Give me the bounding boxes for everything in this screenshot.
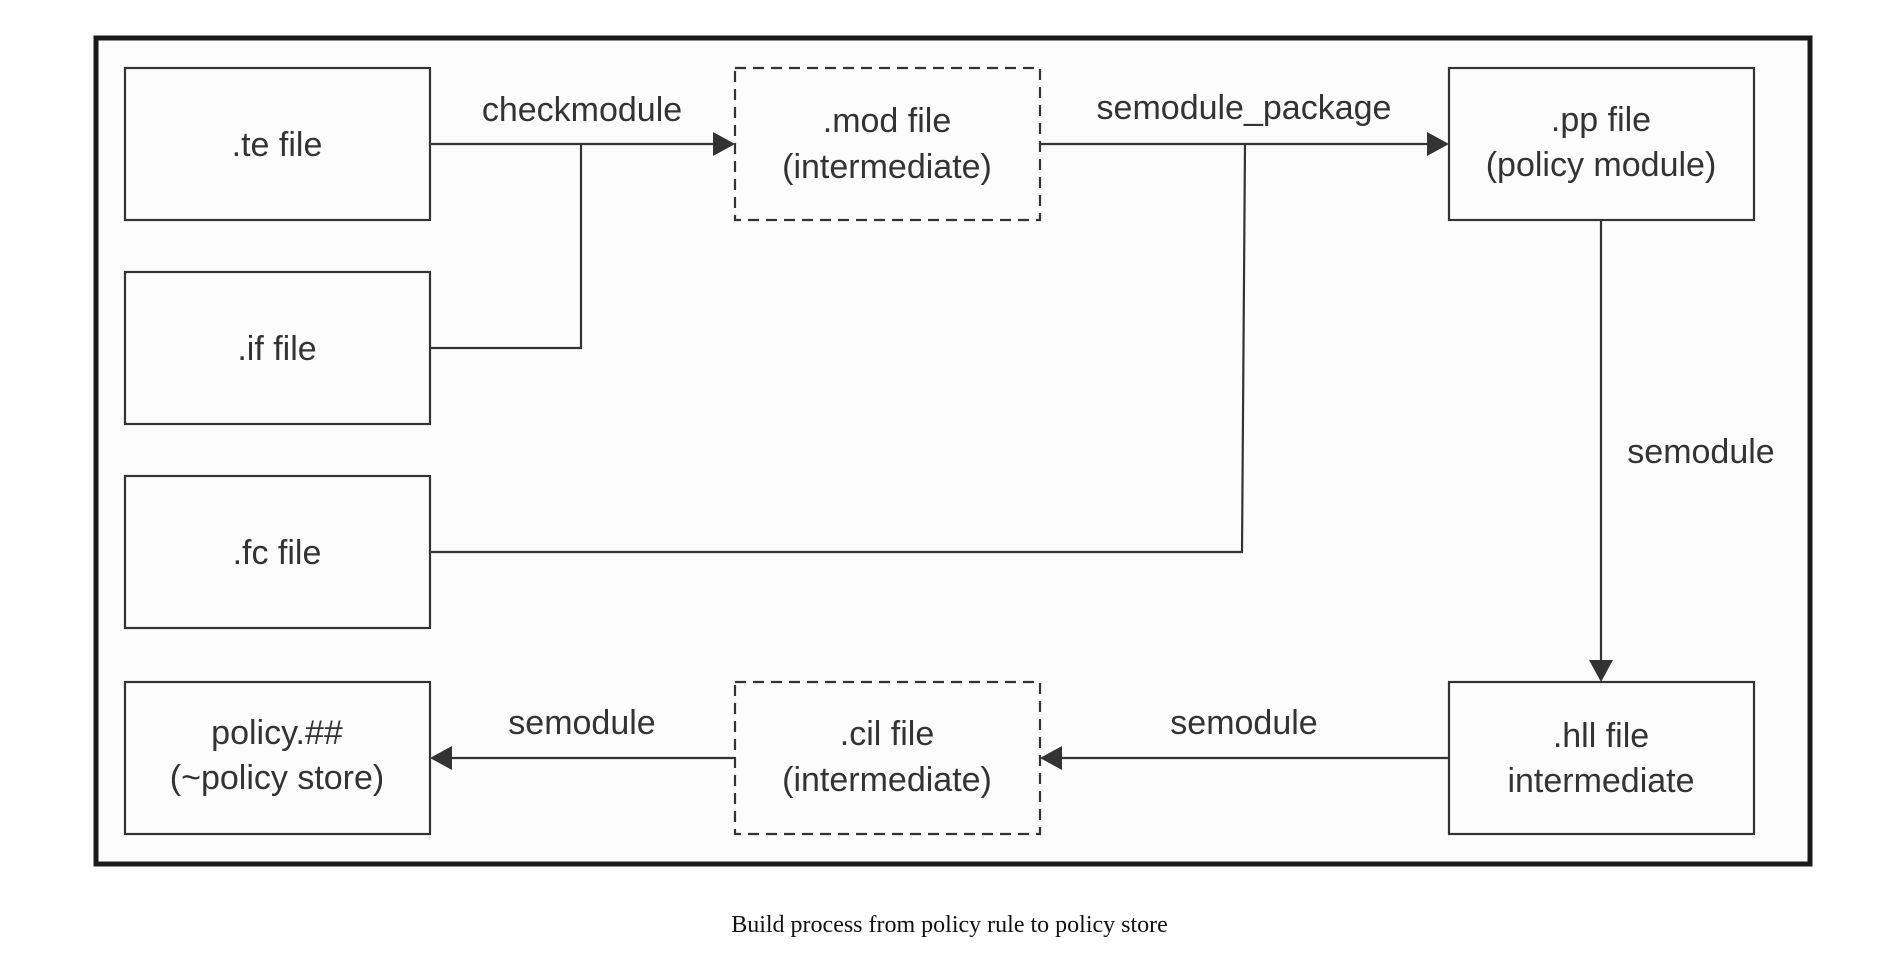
node-pp-file-line1: .pp file	[1551, 101, 1651, 139]
arrowhead-to-mod	[713, 132, 735, 156]
edge-checkmodule-label: checkmodule	[482, 91, 682, 129]
node-hll-file-line1: .hll file	[1553, 717, 1649, 755]
node-mod-file-line2: (intermediate)	[782, 148, 992, 186]
node-cil-file-line1: .cil file	[840, 715, 934, 753]
edge-hll-to-cil-label: semodule	[1170, 704, 1317, 742]
build-process-diagram: .te file .if file .fc file policy.## (~p…	[93, 35, 1813, 867]
node-cil-file-line2: (intermediate)	[782, 761, 992, 799]
edge-hll-to-cil: semodule	[1040, 704, 1449, 770]
edge-semodule-package-label: semodule_package	[1097, 89, 1392, 127]
node-pp-file-line2: (policy module)	[1486, 146, 1717, 184]
arrowhead-to-cil	[1040, 746, 1062, 770]
edge-pp-to-hll-label: semodule	[1627, 433, 1774, 471]
edge-checkmodule: checkmodule	[430, 91, 735, 350]
edge-semodule-package: semodule_package	[430, 89, 1449, 554]
node-cil-file: .cil file (intermediate)	[733, 680, 1042, 836]
node-hll-file-line2: intermediate	[1507, 762, 1694, 800]
diagram-frame	[93, 35, 1813, 867]
node-fc-file-label: .fc file	[233, 534, 322, 572]
node-te-file: .te file	[123, 66, 432, 222]
node-policy-store-line2: (~policy store)	[170, 759, 384, 797]
node-mod-file-line1: .mod file	[823, 102, 952, 140]
arrowhead-to-hll	[1589, 660, 1613, 682]
node-hll-file: .hll file intermediate	[1447, 680, 1756, 836]
arrowhead-to-policy	[430, 746, 452, 770]
arrowhead-to-pp	[1427, 132, 1449, 156]
edge-pp-to-hll: semodule	[1589, 220, 1775, 682]
node-if-file-label: .if file	[237, 330, 316, 368]
node-policy-store: policy.## (~policy store)	[123, 680, 432, 836]
node-if-file: .if file	[123, 270, 432, 426]
node-te-file-label: .te file	[232, 126, 323, 164]
edge-cil-to-policy: semodule	[430, 704, 735, 770]
figure-caption: Build process from policy rule to policy…	[731, 912, 1168, 938]
edge-cil-to-policy-label: semodule	[508, 704, 655, 742]
node-policy-store-line1: policy.##	[211, 714, 343, 752]
